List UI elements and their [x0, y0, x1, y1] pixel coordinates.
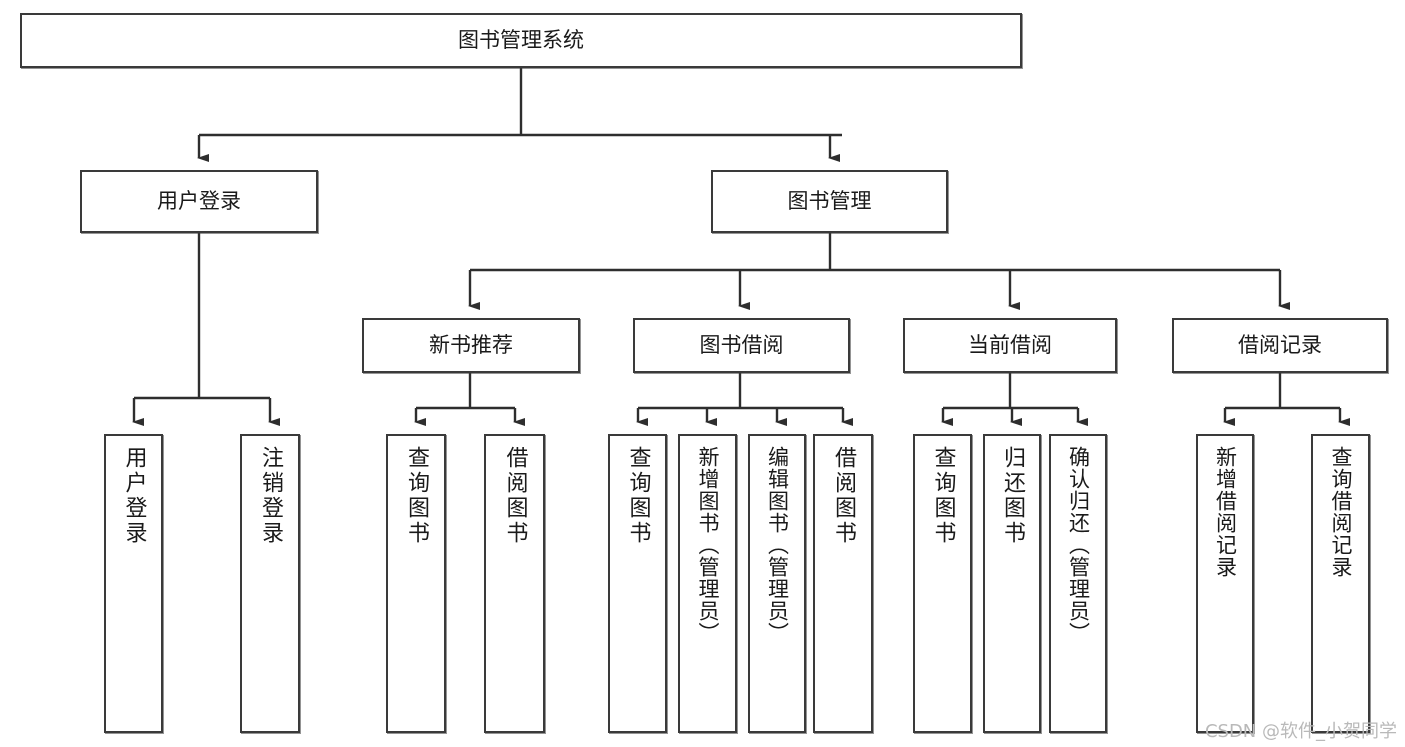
node-leaf-confirm-return[interactable]: 确认归还（管理员）: [1049, 434, 1107, 733]
node-leaf-borrow-book-2[interactable]: 借阅图书: [813, 434, 873, 733]
node-book-manage-label: 图书管理: [787, 189, 872, 214]
node-leaf-query-book-3[interactable]: 查询图书: [913, 434, 972, 733]
node-leaf-add-borrow-record[interactable]: 新增借阅记录: [1196, 434, 1254, 733]
node-root[interactable]: 图书管理系统: [20, 13, 1022, 68]
node-leaf-return-book[interactable]: 归还图书: [983, 434, 1041, 733]
node-leaf-add-book-label: 新增图书（管理员）: [696, 446, 720, 644]
node-new-book-recommend[interactable]: 新书推荐: [362, 318, 580, 373]
node-borrow-record-label: 借阅记录: [1238, 333, 1322, 358]
node-leaf-query-book-1[interactable]: 查询图书: [386, 434, 446, 733]
node-root-label: 图书管理系统: [458, 28, 584, 53]
node-new-book-recommend-label: 新书推荐: [429, 333, 513, 358]
csdn-watermark: CSDN @软件_小贺同学: [1204, 721, 1397, 742]
node-borrow-record[interactable]: 借阅记录: [1172, 318, 1388, 373]
node-leaf-borrow-book-1-label: 借阅图书: [502, 446, 528, 546]
node-leaf-add-borrow-record-label: 新增借阅记录: [1213, 446, 1238, 578]
node-leaf-query-book-2-label: 查询图书: [625, 446, 651, 546]
node-leaf-add-book[interactable]: 新增图书（管理员）: [678, 434, 737, 733]
node-leaf-logout[interactable]: 注销登录: [240, 434, 300, 733]
node-leaf-edit-book-label: 编辑图书（管理员）: [765, 446, 790, 644]
node-current-borrow[interactable]: 当前借阅: [903, 318, 1117, 373]
node-leaf-user-login[interactable]: 用户登录: [104, 434, 163, 733]
node-leaf-query-borrow-record[interactable]: 查询借阅记录: [1311, 434, 1370, 733]
node-leaf-query-book-1-label: 查询图书: [404, 446, 429, 546]
node-leaf-confirm-return-label: 确认归还（管理员）: [1066, 446, 1091, 644]
node-leaf-logout-label: 注销登录: [258, 446, 283, 546]
node-leaf-borrow-book-2-label: 借阅图书: [831, 446, 856, 546]
node-leaf-query-book-2[interactable]: 查询图书: [608, 434, 667, 733]
node-leaf-borrow-book-1[interactable]: 借阅图书: [484, 434, 545, 733]
node-leaf-return-book-label: 归还图书: [1000, 446, 1025, 546]
node-book-manage[interactable]: 图书管理: [711, 170, 948, 233]
node-user-login-label: 用户登录: [157, 189, 241, 214]
node-leaf-query-borrow-record-label: 查询借阅记录: [1329, 446, 1353, 578]
node-current-borrow-label: 当前借阅: [968, 333, 1052, 358]
node-book-borrow-label: 图书借阅: [699, 333, 784, 358]
node-book-borrow[interactable]: 图书借阅: [633, 318, 850, 373]
node-leaf-user-login-label: 用户登录: [121, 446, 147, 546]
node-leaf-edit-book[interactable]: 编辑图书（管理员）: [748, 434, 806, 733]
node-user-login[interactable]: 用户登录: [80, 170, 318, 233]
node-leaf-query-book-3-label: 查询图书: [930, 446, 956, 546]
